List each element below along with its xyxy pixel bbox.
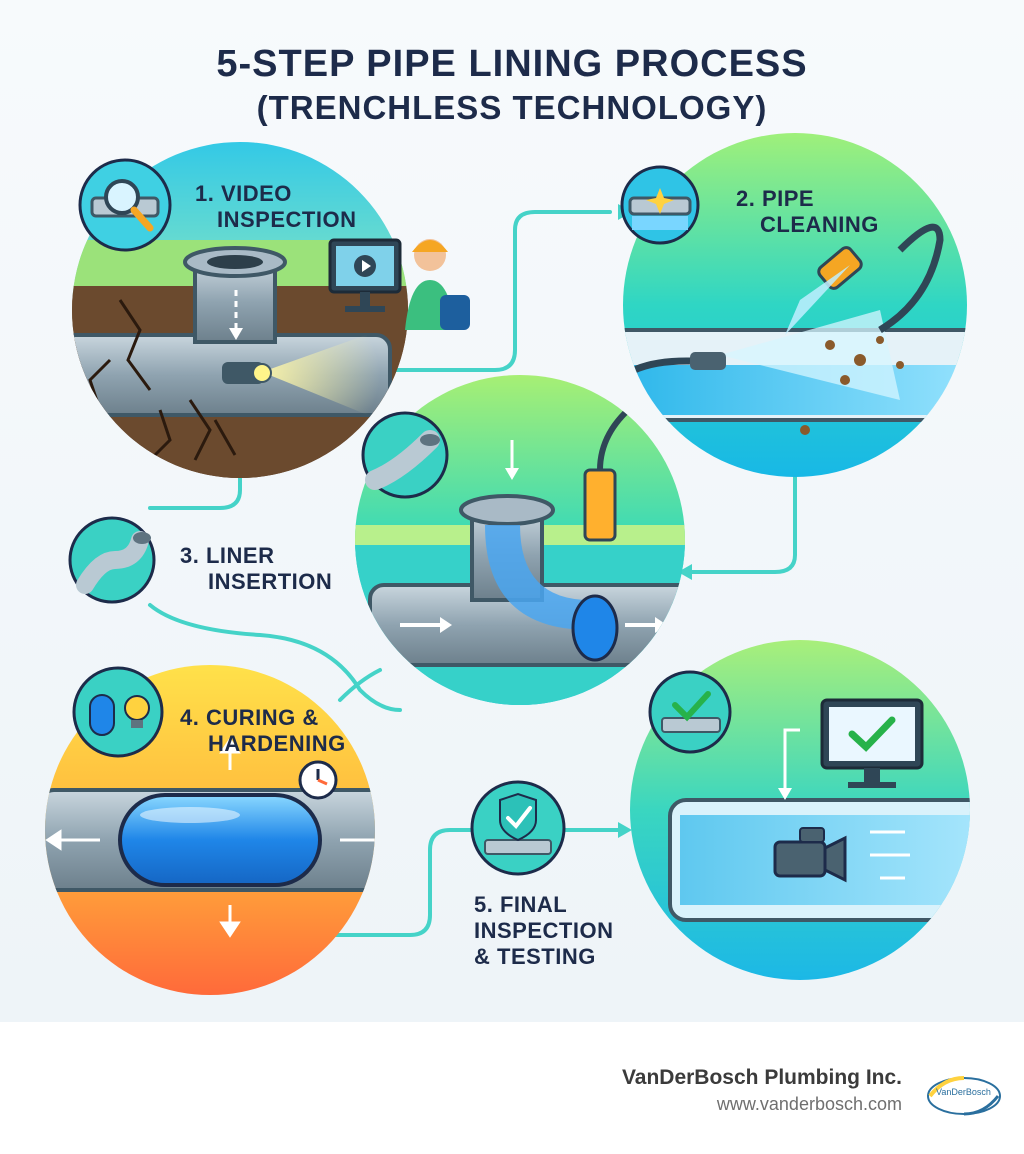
- step-5-label: 5. FINAL INSPECTION & TESTING: [474, 892, 613, 970]
- company-brand: VanDerBosch Plumbing Inc. www.vanderbosc…: [622, 1066, 902, 1115]
- connector-1-2: [383, 210, 612, 372]
- step-5-text: INSPECTION: [474, 918, 614, 943]
- step-5-number: 5. FINAL: [474, 892, 568, 917]
- connector-2-3: [688, 468, 797, 574]
- connector-1-3a: [148, 468, 242, 510]
- monitor-check-icon: [778, 698, 924, 800]
- connector-3-4: [148, 603, 402, 712]
- page-title: 5-STEP PIPE LINING PROCESS (TRENCHLESS T…: [0, 42, 1024, 130]
- logo-text: VanDerBosch: [936, 1087, 991, 1097]
- arrow-icon: [678, 564, 692, 580]
- sparkle-pipe-icon: [620, 165, 700, 245]
- company-name: VanDerBosch Plumbing Inc.: [621, 1066, 902, 1089]
- step-3-number: 3. LINER: [180, 543, 275, 568]
- connector-4-5: [323, 828, 472, 937]
- capsule-bulb-icon: [72, 666, 164, 758]
- magnifier-pipe-icon: [78, 158, 172, 252]
- connector-3-4b: [338, 668, 382, 702]
- step-2-circle: [620, 133, 967, 477]
- step-2-text: CLEANING: [760, 212, 879, 237]
- company-logo-icon: [927, 1076, 1001, 1116]
- flow-connectors: [148, 210, 797, 937]
- title-line-2: (TRENCHLESS TECHNOLOGY): [256, 89, 768, 126]
- step-1-text: INSPECTION: [217, 207, 357, 232]
- step-5-circle: [630, 640, 970, 980]
- step-2-label: 2. PIPE CLEANING: [736, 186, 879, 238]
- arrow-icon: [618, 822, 632, 838]
- step-3-label: 3. LINER INSERTION: [180, 543, 332, 595]
- step-2-number: 2. PIPE: [736, 186, 815, 211]
- step-1-number: 1. VIDEO: [195, 181, 292, 206]
- step-4-circle: [45, 665, 375, 995]
- shield-check-pipe-icon: [470, 780, 566, 876]
- liner-coil-icon: [68, 516, 156, 604]
- step-4-number: 4. CURING &: [180, 705, 319, 730]
- step-4-text: HARDENING: [208, 731, 346, 756]
- step-3-text: INSERTION: [208, 569, 333, 594]
- process-diagram: [45, 133, 970, 995]
- step-3-circle: [355, 375, 685, 705]
- company-url[interactable]: www.vanderbosch.com: [716, 1094, 902, 1114]
- footer: [0, 1022, 1024, 1154]
- check-pipe-icon: [648, 670, 732, 754]
- step-4-label: 4. CURING & HARDENING: [180, 705, 346, 757]
- liner-tube-icon: [361, 411, 449, 499]
- debris: [800, 336, 904, 435]
- step-5-text-2: & TESTING: [474, 944, 596, 969]
- title-line-1: 5-STEP PIPE LINING PROCESS: [216, 43, 808, 85]
- camera-icon: [773, 827, 847, 883]
- clock-icon: [298, 760, 338, 800]
- worker-icon: [328, 238, 470, 330]
- step-1-label: 1. VIDEO INSPECTION: [195, 181, 356, 233]
